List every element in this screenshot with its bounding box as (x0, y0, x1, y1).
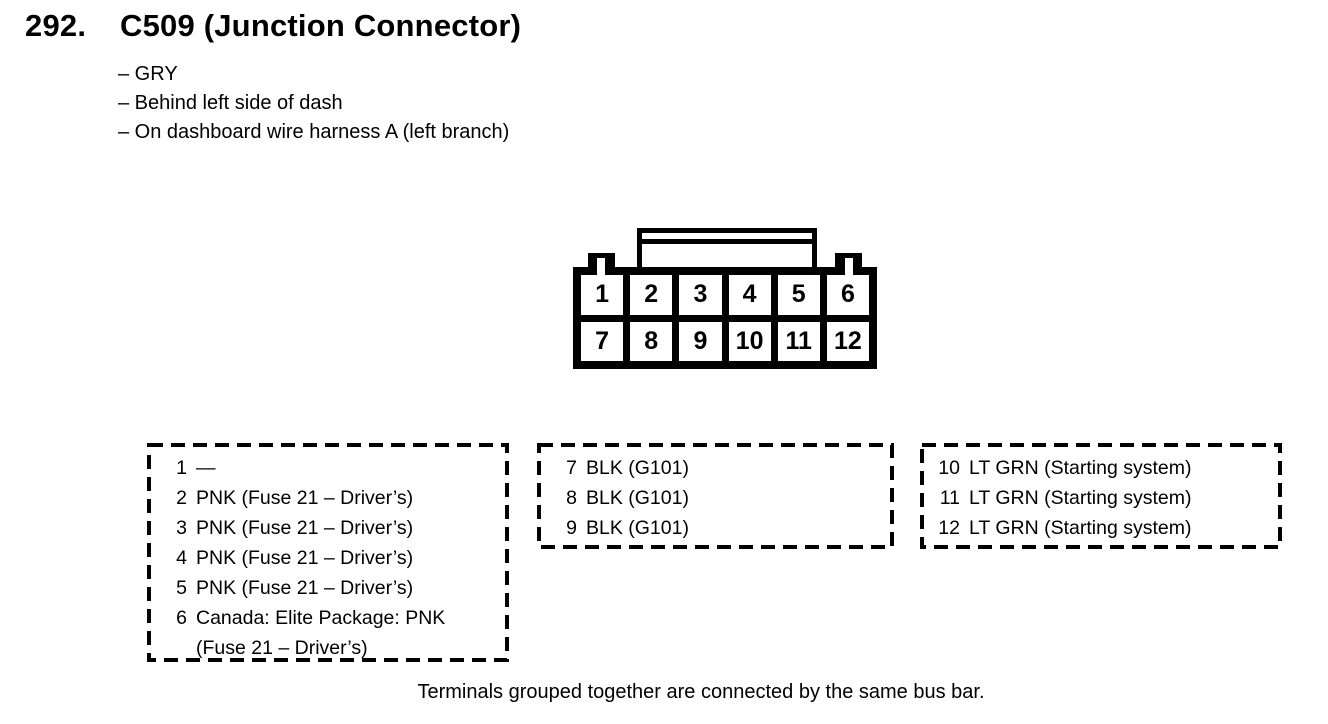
connector-details: – GRY – Behind left side of dash – On da… (118, 60, 509, 147)
pin-cell-5: 5 (777, 275, 820, 315)
pin-wire: BLK (G101) (586, 517, 689, 539)
pin-number: 1 (176, 457, 187, 479)
pin-wire: BLK (G101) (586, 487, 689, 509)
detail-harness: – On dashboard wire harness A (left bran… (118, 121, 510, 143)
detail-location: – Behind left side of dash (118, 92, 343, 114)
pin-wire: PNK (Fuse 21 – Driver’s) (196, 487, 414, 509)
pin-list: 7 BLK (G101) 8 BLK (G101) 9 BLK (G101) (537, 443, 894, 543)
pin-row: 5 PNK (Fuse 21 – Driver’s) (163, 573, 509, 603)
connector-pin-grid: 1 2 3 4 5 6 7 8 9 10 11 12 (573, 267, 877, 369)
pin-cell-11: 11 (777, 321, 820, 361)
pin-cell-7: 7 (581, 321, 624, 361)
section-number: 292. (25, 8, 87, 43)
pin-row: 12 LT GRN (Starting system) (936, 513, 1282, 543)
pin-number: 2 (176, 487, 187, 509)
page-title: C509 (Junction Connector) (120, 8, 522, 43)
pin-wire: LT GRN (Starting system) (969, 517, 1192, 539)
pin-number: 3 (176, 517, 187, 539)
pin-row: 11 LT GRN (Starting system) (936, 483, 1282, 513)
latch-line (642, 239, 812, 244)
pin-number: 10 (938, 457, 960, 479)
pin-number: 4 (176, 547, 187, 569)
pin-row: 1 — (163, 453, 509, 483)
pin-number: 6 (176, 607, 187, 629)
pin-wire: LT GRN (Starting system) (969, 487, 1192, 509)
pin-number: 5 (176, 577, 187, 599)
pin-cell-4: 4 (728, 275, 771, 315)
connector-latch (637, 228, 817, 267)
pin-row: 9 BLK (G101) (553, 513, 894, 543)
dashed-border (537, 443, 894, 549)
pin-number: 9 (566, 517, 577, 539)
dashed-border (147, 443, 509, 662)
pin-row: 10 LT GRN (Starting system) (936, 453, 1282, 483)
pin-cell-12: 12 (826, 321, 869, 361)
pin-number: 11 (939, 487, 960, 509)
dashed-border (920, 443, 1282, 549)
pin-cell-6: 6 (826, 275, 869, 315)
pin-cell-8: 8 (630, 321, 673, 361)
pin-wire: — (196, 457, 216, 479)
pin-row: 4 PNK (Fuse 21 – Driver’s) (163, 543, 509, 573)
pin-wire: Canada: Elite Package: PNK (Fuse 21 – Dr… (196, 607, 446, 659)
pin-list: 1 — 2 PNK (Fuse 21 – Driver’s) 3 PNK (Fu… (147, 443, 509, 663)
connector-key-slot-right (845, 258, 853, 277)
pin-row: 3 PNK (Fuse 21 – Driver’s) (163, 513, 509, 543)
pin-group-7-9: 7 BLK (G101) 8 BLK (G101) 9 BLK (G101) (537, 443, 894, 549)
pin-row: 8 BLK (G101) (553, 483, 894, 513)
pin-wire: PNK (Fuse 21 – Driver’s) (196, 547, 414, 569)
detail-color: – GRY (118, 63, 178, 85)
pin-cell-10: 10 (728, 321, 771, 361)
pin-group-1-6: 1 — 2 PNK (Fuse 21 – Driver’s) 3 PNK (Fu… (147, 443, 509, 662)
pin-cell-1: 1 (581, 275, 624, 315)
pin-wire: PNK (Fuse 21 – Driver’s) (196, 517, 414, 539)
pin-cell-3: 3 (679, 275, 722, 315)
pin-wire: LT GRN (Starting system) (969, 457, 1192, 479)
pin-group-10-12: 10 LT GRN (Starting system) 11 LT GRN (S… (920, 443, 1282, 549)
footnote: Terminals grouped together are connected… (417, 681, 985, 703)
pin-row: 6 Canada: Elite Package: PNK (Fuse 21 – … (163, 603, 509, 663)
pin-number: 7 (566, 457, 577, 479)
pin-wire: PNK (Fuse 21 – Driver’s) (196, 577, 414, 599)
pin-wire: BLK (G101) (586, 457, 689, 479)
pin-row: 2 PNK (Fuse 21 – Driver’s) (163, 483, 509, 513)
pin-cell-2: 2 (630, 275, 673, 315)
connector-key-slot-left (597, 258, 605, 277)
pin-list: 10 LT GRN (Starting system) 11 LT GRN (S… (920, 443, 1282, 543)
connector-diagram: 1 2 3 4 5 6 7 8 9 10 11 12 (573, 228, 877, 369)
pin-cell-9: 9 (679, 321, 722, 361)
pin-number: 12 (938, 517, 960, 539)
pin-row: 7 BLK (G101) (553, 453, 894, 483)
pin-number: 8 (566, 487, 577, 509)
